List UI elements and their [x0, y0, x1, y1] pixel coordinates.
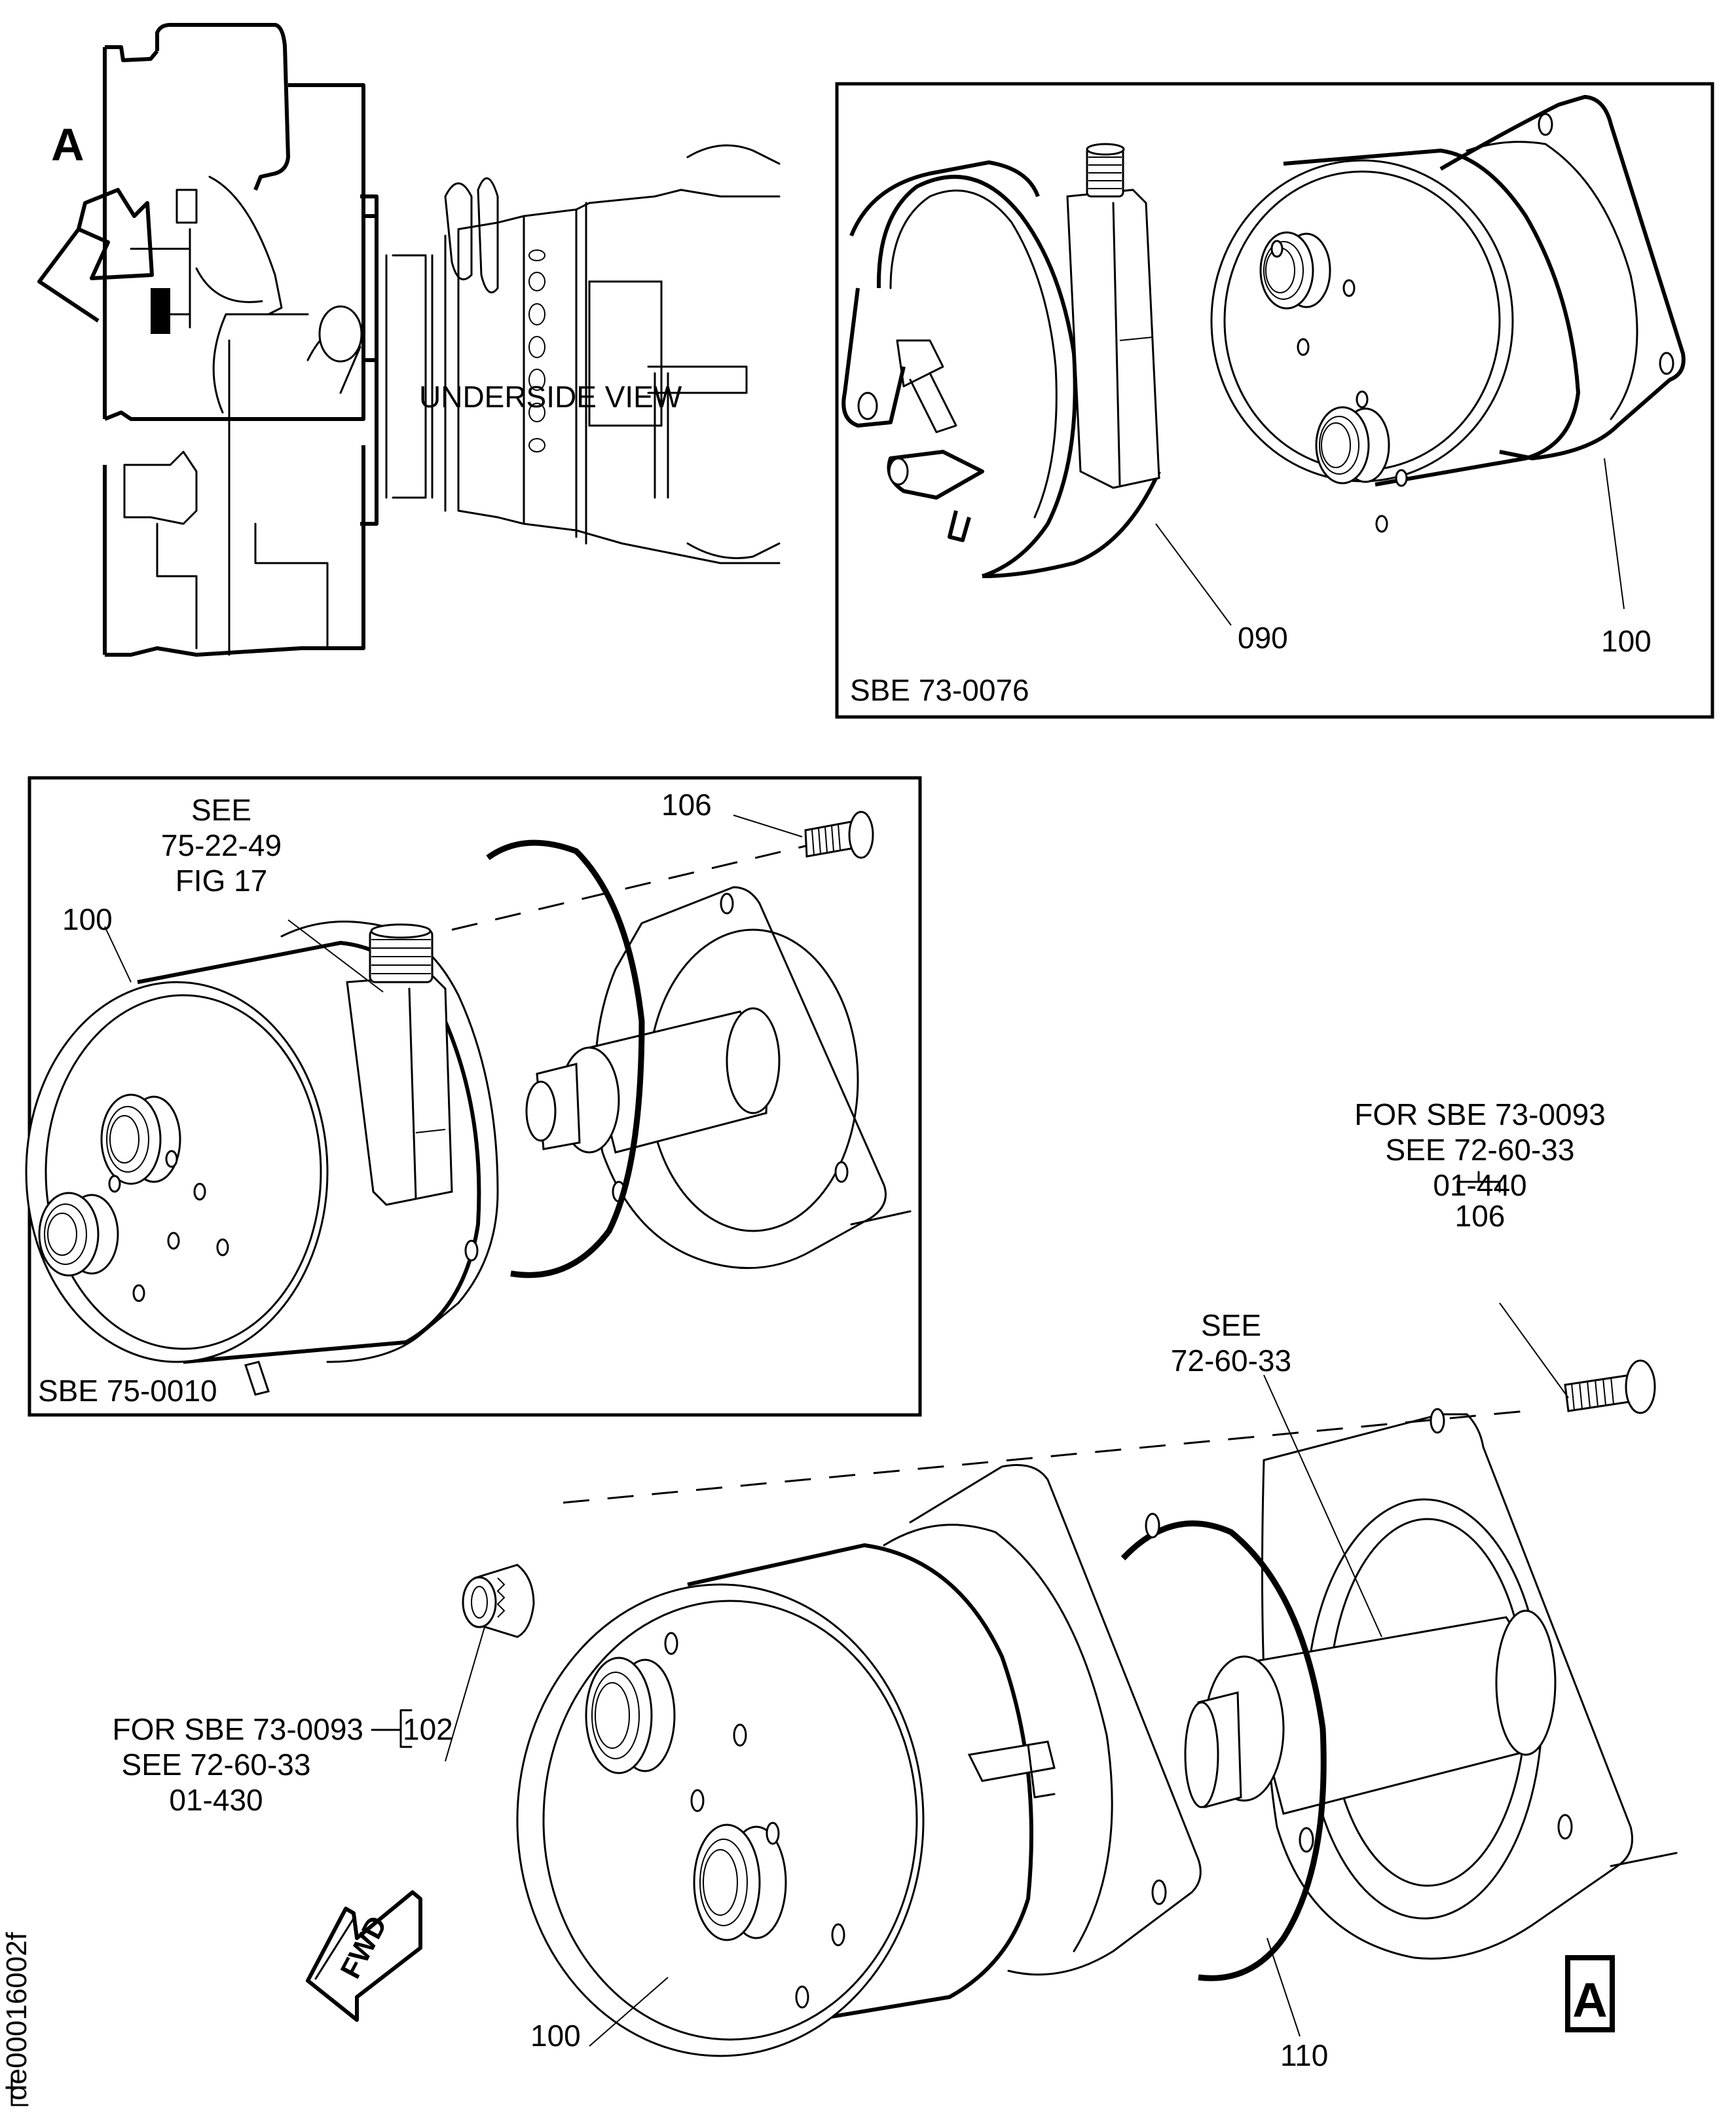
fwd-arrow: FWD: [306, 1890, 422, 2022]
nut-102: [462, 1564, 535, 1638]
view-marker-label: A: [1572, 1973, 1607, 2027]
main-exploded-view: FOR SBE 73-0093 SEE 72-60-33 01-440 106 …: [112, 1097, 1678, 2072]
connector-upper-middle: [100, 1093, 181, 1185]
leader-100-inset: [1604, 458, 1625, 610]
clamp-band-090: [841, 143, 1161, 578]
callout-106-middle: 106: [661, 788, 712, 822]
connector-lower: [1315, 406, 1390, 485]
ref-75-22-49: 75-22-49: [161, 828, 282, 862]
unit-100-middle: [25, 921, 499, 1396]
view-a-indicator: A: [37, 119, 154, 323]
callout-102: 102: [403, 1712, 453, 1746]
callout-100-middle: 100: [62, 902, 113, 936]
connector-lower-main: [693, 1824, 787, 1941]
fwd-label: FWD: [335, 1911, 394, 1983]
leader-102: [445, 1626, 485, 1762]
leader-100-main: [589, 1977, 669, 2047]
ref-fig-17: FIG 17: [175, 864, 268, 898]
figure-id: de00016002f: [1, 1932, 33, 2106]
note-106-line-2: SEE 72-60-33: [1386, 1133, 1575, 1167]
note-106-line-1: FOR SBE 73-0093: [1354, 1097, 1606, 1131]
leader-see-72-60-33: [1263, 1374, 1382, 1638]
note-102-line-2: SEE 72-60-33: [122, 1748, 311, 1782]
bracket-106: [1456, 1171, 1501, 1193]
callout-106-main: 106: [1455, 1199, 1505, 1233]
view-marker-a: A: [1565, 1955, 1615, 2032]
leader-see-75-22-49: [287, 919, 384, 993]
inset-frame: [835, 82, 1714, 719]
o-ring-110: [1120, 1520, 1327, 1981]
connector-upper-main: [585, 1657, 676, 1774]
callout-100-inset: 100: [1601, 624, 1652, 658]
bolt-106-inset: [804, 811, 874, 859]
note-see-line-2: 72-60-33: [1171, 1344, 1291, 1378]
bolt-106-main: [1564, 1359, 1656, 1414]
bracket-102: [371, 1709, 413, 1748]
connector-lower-middle: [38, 1192, 119, 1277]
leader-106-main: [1499, 1302, 1569, 1399]
note-102-line-1: FOR SBE 73-0093: [112, 1712, 363, 1746]
view-a-label: A: [51, 119, 84, 170]
note-102-line-3: 01-430: [169, 1783, 263, 1817]
inset-sbe-73-0076: 090 100 SBE 73-0076: [835, 82, 1714, 719]
bolt-axis-inset: [451, 840, 826, 931]
callout-090: 090: [1238, 621, 1288, 655]
callout-110: 110: [1280, 2038, 1328, 2072]
bolt-axis-main: [563, 1410, 1526, 1504]
leader-106-middle: [733, 815, 803, 837]
overview-combustor-holes: [528, 249, 545, 452]
leader-100-middle: [104, 926, 132, 983]
inset-sbe-75-0010: SEE 75-22-49 FIG 17 100 106 SBE 75-0010: [25, 776, 922, 1417]
callout-100-main: 100: [530, 2019, 581, 2053]
inset-title-sbe-73-0076: SBE 73-0076: [850, 673, 1029, 707]
mounting-plate-main: [1184, 1408, 1678, 1960]
o-ring-inset: [486, 839, 645, 1278]
inset-frame: [28, 776, 922, 1417]
inset-title-sbe-75-0010: SBE 75-0010: [38, 1374, 217, 1408]
note-106-line-3: 01-440: [1433, 1168, 1526, 1202]
figure-id-code: de00016002f: [1, 1932, 33, 2100]
overview-caption: UNDERSIDE VIEW: [419, 380, 682, 414]
leader-090: [1155, 523, 1232, 626]
note-see-line-1: SEE: [1201, 1308, 1261, 1342]
overview-engine-diagram: [103, 23, 781, 657]
unit-100-inset: [1210, 95, 1686, 533]
ref-see: SEE: [191, 793, 251, 827]
connector-upper: [1259, 231, 1331, 310]
leader-110: [1266, 1937, 1301, 2037]
unit-100-main: [516, 1464, 1202, 2057]
mounting-plate-inset: [525, 886, 912, 1270]
